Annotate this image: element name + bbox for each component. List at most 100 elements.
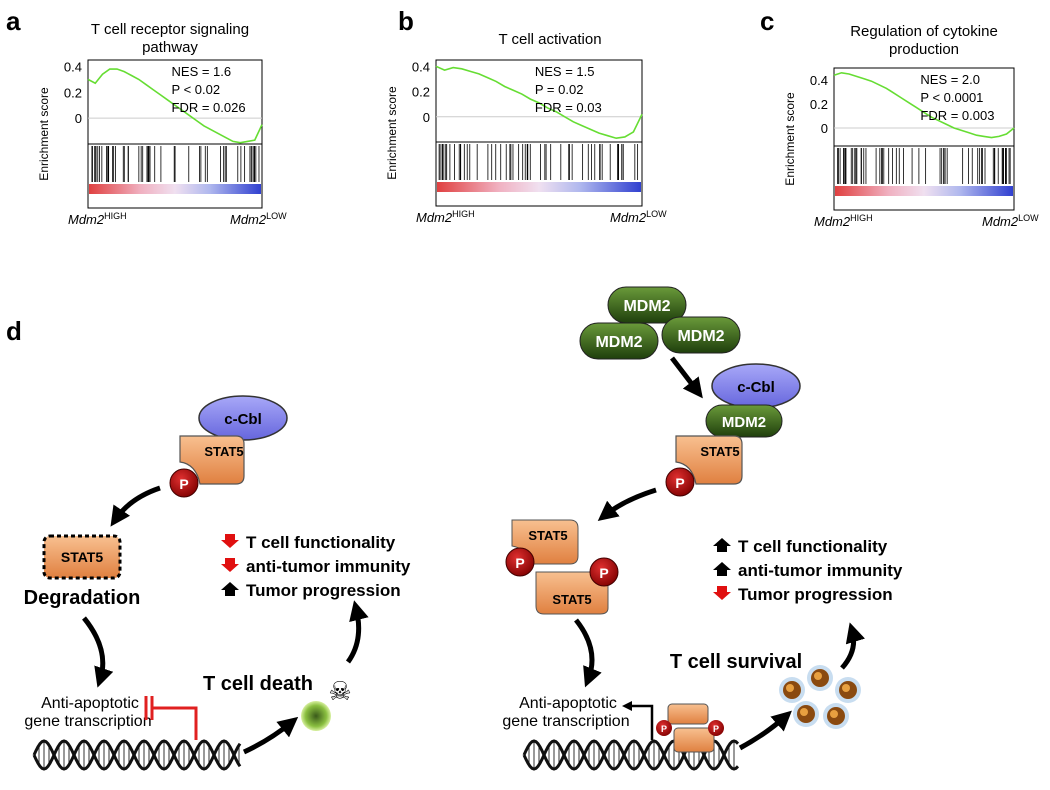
mdm2-label-1: MDM2 [623,298,670,315]
enrichment-line [435,65,643,140]
phospho-dna-2-label: P [713,724,719,734]
y-tick-label: 0 [75,111,82,126]
stat5-protein-left [179,435,245,485]
stat5-label-left: STAT5 [204,444,243,459]
cell-nucleus [814,672,822,680]
x-left-label: Mdm2HIGH [68,211,127,227]
mdm2-bound-label: MDM2 [722,414,766,431]
stat5-label-right: STAT5 [700,444,739,459]
dna-strand [32,739,242,771]
panel-label-c: c [760,6,774,36]
chart-frame [87,59,263,209]
effect-label: Tumor progression [738,585,893,604]
chart-frame [435,59,643,207]
effect-label: T cell functionality [738,537,888,556]
dna-strand [32,739,242,771]
arrow-to-survival [738,710,792,751]
effects-left: T cell functionality anti-tumor immunityT… [221,533,411,600]
mdm2-protein-1 [607,286,687,324]
dying-cell [301,701,331,731]
gsea-charts: T cell receptor signalingpathway0.40.20E… [37,21,1039,229]
chart-title-line: production [889,41,959,58]
stat5-protein-right [675,435,743,485]
panel-label-a: a [6,6,21,36]
degraded-stat5 [42,534,122,580]
arrow-to-effects-right [840,622,866,670]
gene-label-left-1: Anti-apoptotic [41,695,139,712]
chart-title-line: T cell activation [498,31,601,48]
phospho-left [169,468,199,498]
y-tick-label: 0.4 [412,59,430,74]
y-tick-label: 0.4 [810,73,828,88]
effect-label: anti-tumor immunity [738,561,903,580]
arrow-mdm2-to-complex [670,356,703,399]
stat-line: NES = 2.0 [920,72,980,87]
phospho-dimer-2-label: P [599,565,608,581]
phospho-dimer-1 [505,547,535,577]
cell-nucleus [842,684,850,692]
ccbl-label-left: c-Cbl [224,411,262,428]
phospho-dna-2 [708,720,724,736]
surviving-cells [779,665,861,729]
stat-line: NES = 1.5 [535,64,595,79]
gsea-chart-1: T cell receptor signalingpathway0.40.20E… [37,21,287,227]
effects-right: T cell functionality anti-tumor immunityT… [713,537,903,604]
stat-line: FDR = 0.026 [172,100,246,115]
up-arrow-icon [713,562,731,576]
stat5-on-dna-bottom [673,727,715,753]
phospho-right [665,467,695,497]
transcription-arrow [622,701,654,740]
ranked-list-bar [835,186,1013,196]
inhibition-line [152,706,198,740]
dna-left [32,739,242,771]
arrow-to-degradation [110,485,161,527]
left-pathway: c-Cbl STAT5 P STAT5 Degradation Anti-apo… [24,395,411,771]
arrow-to-gene [82,616,114,688]
stat-line: P = 0.02 [535,82,584,97]
phospho-label-right: P [675,475,684,491]
y-tick-label: 0.2 [412,85,430,100]
gsea-chart-3: Regulation of cytokineproduction0.40.20E… [783,23,1039,229]
y-axis-label: Enrichment score [37,87,51,181]
stat5-on-dna-top [667,703,709,725]
stat5-dimer-top-label: STAT5 [528,528,567,543]
panel-label-b: b [398,6,414,36]
y-axis-label: Enrichment score [783,92,797,186]
effect-label: anti-tumor immunity [246,557,411,576]
stat-line: FDR = 0.003 [920,108,994,123]
mdm2-bound [705,404,783,438]
mdm2-cluster: MDM2 MDM2 MDM2 [579,286,741,360]
down-arrow-icon [221,558,239,572]
down-arrow-icon [713,586,731,600]
y-tick-label: 0.4 [64,59,82,74]
stat5-dimer-bottom-label: STAT5 [552,592,591,607]
ranked-list-bar [89,184,261,194]
phospho-dna-1-label: P [661,724,667,734]
y-tick-label: 0 [423,110,430,125]
x-left-label: Mdm2HIGH [416,209,475,225]
effect-label: T cell functionality [246,533,396,552]
mdm2-label-2: MDM2 [595,334,642,351]
chart-frame [833,67,1015,211]
x-right-label: Mdm2LOW [610,209,667,225]
stat-line: FDR = 0.03 [535,100,602,115]
effect-label: Tumor progression [246,581,401,600]
phospho-dna-1 [656,720,672,736]
survival-label: T cell survival [670,651,802,673]
panel-label-d: d [6,316,22,346]
skull-icon: ☠ [328,676,351,706]
x-left-label: Mdm2HIGH [814,213,873,229]
degraded-stat5-label: STAT5 [61,549,103,565]
phospho-dimer-2 [589,557,619,587]
gene-label-right-1: Anti-apoptotic [519,695,617,712]
gene-label-right-2: gene transcription [502,713,629,730]
phospho-dimer-1-label: P [515,555,524,571]
enrichment-line [833,71,1015,139]
degradation-label: Degradation [24,587,141,609]
right-pathway: MDM2 MDM2 MDM2 c-Cbl MDM2 STAT5 P STAT5 … [502,286,903,771]
x-right-label: Mdm2LOW [230,211,287,227]
mdm2-protein-2 [579,322,659,360]
stat-line: P < 0.02 [172,82,221,97]
